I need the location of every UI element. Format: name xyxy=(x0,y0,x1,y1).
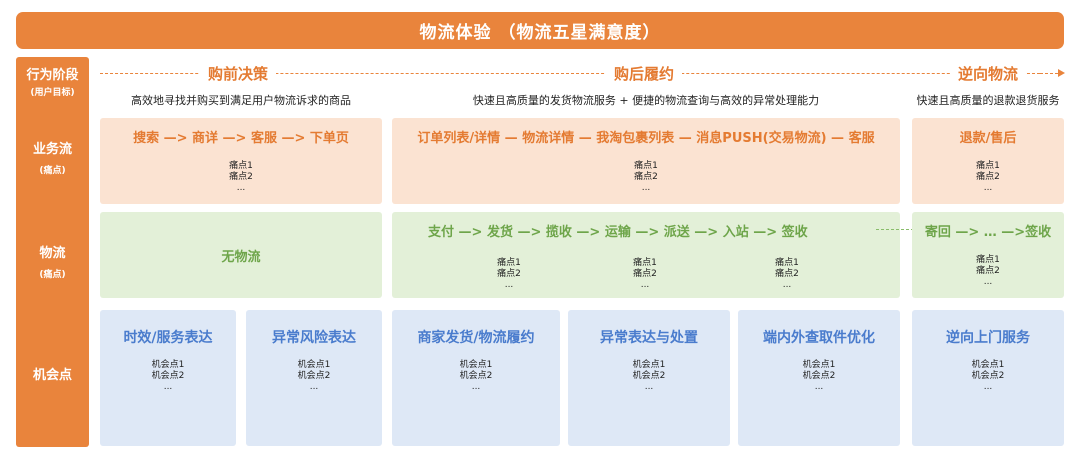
opportunity-point: 机会点1 xyxy=(971,360,1005,370)
logistics-flow-pre: 无物流 xyxy=(221,250,261,265)
row-label-stage-text: 行为阶段 xyxy=(26,68,79,83)
row-label-business-sub: (痛点) xyxy=(39,166,66,176)
opportunity-point: ... xyxy=(644,382,654,392)
pain-point: ... xyxy=(504,280,514,290)
opportunity-points: 机会点1 机会点2 ... xyxy=(392,360,560,393)
opportunity-title: 逆向上门服务 xyxy=(946,330,1030,346)
pain-point: 痛点2 xyxy=(976,172,1000,182)
opportunity-card: 逆向上门服务 机会点1 机会点2 ... xyxy=(912,310,1064,446)
opportunity-point: ... xyxy=(471,382,481,392)
stage-post-purchase: 购后履约 xyxy=(606,63,683,84)
stage-post-desc: 快速且高质量的发货物流服务 + 便捷的物流查询与高效的异常处理能力 xyxy=(472,94,820,107)
opportunity-point: 机会点2 xyxy=(459,371,493,381)
pain-point: 痛点2 xyxy=(775,269,799,279)
row-label-logistics: 物流 (痛点) xyxy=(16,245,89,283)
opportunity-point: 机会点1 xyxy=(297,360,331,370)
pain-point: ... xyxy=(782,280,792,290)
pain-point: 痛点1 xyxy=(229,161,253,171)
pain-point: ... xyxy=(641,183,651,193)
business-flow-reverse: 退款/售后 xyxy=(959,131,1017,146)
pain-points: 痛点1 痛点2 ... xyxy=(912,161,1064,194)
pain-point: 痛点2 xyxy=(976,266,1000,276)
opportunity-point: 机会点1 xyxy=(151,360,185,370)
opportunity-point: 机会点2 xyxy=(151,371,185,381)
opportunity-point: 机会点1 xyxy=(459,360,493,370)
opportunity-point: ... xyxy=(983,382,993,392)
row-label-stage: 行为阶段 (用户目标) xyxy=(16,67,89,101)
opportunity-points: 机会点1 机会点2 ... xyxy=(568,360,730,393)
pain-point: 痛点1 xyxy=(976,161,1000,171)
opportunity-title: 商家发货/物流履约 xyxy=(417,330,535,346)
opportunity-point: ... xyxy=(163,382,173,392)
stage-reverse-desc: 快速且高质量的退款退货服务 xyxy=(916,94,1060,107)
logistics-flow-post: 支付 —> 发货 —> 揽收 —> 运输 —> 派送 —> 入站 —> 签收 xyxy=(428,225,808,240)
business-flow-pre: 搜索 —> 商详 —> 客服 —> 下单页 xyxy=(133,131,349,146)
stage-pre-purchase: 购前决策 xyxy=(200,63,277,84)
opportunity-points: 机会点1 机会点2 ... xyxy=(246,360,382,393)
logistics-panel-pre: 无物流 xyxy=(100,212,382,298)
row-label-business-text: 业务流 xyxy=(32,142,72,157)
opportunity-point: 机会点2 xyxy=(802,371,836,381)
pain-point: 痛点1 xyxy=(633,258,657,268)
pain-points: 痛点1 痛点2 ... xyxy=(762,258,812,291)
stage-arrow-icon xyxy=(1058,69,1065,77)
pain-point: 痛点1 xyxy=(775,258,799,268)
pain-points: 痛点1 痛点2 ... xyxy=(100,161,382,194)
stage-reverse: 逆向物流 xyxy=(950,63,1027,84)
pain-point: 痛点2 xyxy=(497,269,521,279)
row-label-opportunity-text: 机会点 xyxy=(32,368,72,383)
pain-point: ... xyxy=(983,183,993,193)
pain-point: ... xyxy=(236,183,246,193)
row-label-logistics-text: 物流 xyxy=(39,246,66,261)
pain-point: 痛点1 xyxy=(976,255,1000,265)
row-label-column: 行为阶段 (用户目标) 业务流 (痛点) 物流 (痛点) 机会点 xyxy=(16,57,89,447)
opportunity-title: 异常表达与处置 xyxy=(600,330,698,346)
opportunity-card: 商家发货/物流履约 机会点1 机会点2 ... xyxy=(392,310,560,446)
opportunity-points: 机会点1 机会点2 ... xyxy=(912,360,1064,393)
pain-point: 痛点1 xyxy=(634,161,658,171)
pain-points: 痛点1 痛点2 ... xyxy=(620,258,670,291)
pain-point: 痛点1 xyxy=(497,258,521,268)
opportunity-points: 机会点1 机会点2 ... xyxy=(738,360,900,393)
opportunity-point: ... xyxy=(309,382,319,392)
business-panel-reverse: 退款/售后 痛点1 痛点2 ... xyxy=(912,118,1064,204)
opportunity-card: 端内外查取件优化 机会点1 机会点2 ... xyxy=(738,310,900,446)
business-flow-post: 订单列表/详情 — 物流详情 — 我淘包裹列表 — 消息PUSH(交易物流) —… xyxy=(417,131,875,146)
pain-points: 痛点1 痛点2 ... xyxy=(912,255,1064,288)
logistics-flow-reverse: 寄回 —> … —>签收 xyxy=(924,225,1052,240)
opportunity-point: 机会点1 xyxy=(802,360,836,370)
pain-point: 痛点2 xyxy=(634,172,658,182)
opportunity-point: ... xyxy=(814,382,824,392)
opportunity-point: 机会点1 xyxy=(632,360,666,370)
business-panel-post: 订单列表/详情 — 物流详情 — 我淘包裹列表 — 消息PUSH(交易物流) —… xyxy=(392,118,900,204)
stage-timeline xyxy=(100,73,1040,74)
stage-timeline-end xyxy=(1040,73,1058,74)
opportunity-title: 时效/服务表达 xyxy=(123,330,213,346)
page-title: 物流体验 （物流五星满意度） xyxy=(16,12,1064,49)
row-label-logistics-sub: (痛点) xyxy=(39,270,66,280)
logistics-panel-reverse: 寄回 —> … —>签收 痛点1 痛点2 ... xyxy=(912,212,1064,298)
pain-point: 痛点2 xyxy=(633,269,657,279)
pain-points: 痛点1 痛点2 ... xyxy=(484,258,534,291)
row-label-business: 业务流 (痛点) xyxy=(16,141,89,179)
opportunity-card: 时效/服务表达 机会点1 机会点2 ... xyxy=(100,310,236,446)
pain-point: 痛点2 xyxy=(229,172,253,182)
logistics-panel-post: 支付 —> 发货 —> 揽收 —> 运输 —> 派送 —> 入站 —> 签收 痛… xyxy=(392,212,900,298)
business-panel-pre: 搜索 —> 商详 —> 客服 —> 下单页 痛点1 痛点2 ... xyxy=(100,118,382,204)
opportunity-points: 机会点1 机会点2 ... xyxy=(100,360,236,393)
opportunity-point: 机会点2 xyxy=(297,371,331,381)
opportunity-card: 异常表达与处置 机会点1 机会点2 ... xyxy=(568,310,730,446)
opportunity-title: 端内外查取件优化 xyxy=(763,330,875,346)
opportunity-point: 机会点2 xyxy=(971,371,1005,381)
opportunity-title: 异常风险表达 xyxy=(272,330,356,346)
opportunity-point: 机会点2 xyxy=(632,371,666,381)
row-label-opportunity: 机会点 xyxy=(16,367,89,385)
opportunity-card: 异常风险表达 机会点1 机会点2 ... xyxy=(246,310,382,446)
stage-pre-desc: 高效地寻找并购买到满足用户物流诉求的商品 xyxy=(131,94,351,107)
pain-point: ... xyxy=(983,277,993,287)
logistics-connector xyxy=(876,229,914,230)
pain-points: 痛点1 痛点2 ... xyxy=(392,161,900,194)
pain-point: ... xyxy=(640,280,650,290)
row-label-stage-sub: (用户目标) xyxy=(30,88,75,98)
